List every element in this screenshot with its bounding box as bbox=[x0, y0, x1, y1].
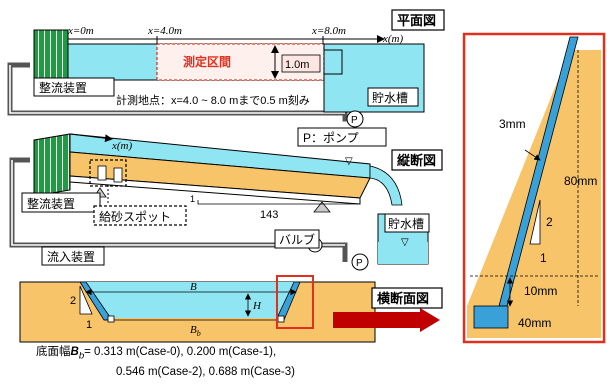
profile-tank-label: 貯水槽 bbox=[388, 217, 424, 231]
detail-base-height: 10mm bbox=[524, 284, 557, 298]
plan-x8-label: x=8.0m bbox=[311, 25, 346, 37]
caption-prefix: 底面幅 bbox=[36, 346, 71, 358]
plan-x-axis-label: x(m) bbox=[382, 33, 403, 45]
tank-water-symbol: ▽ bbox=[401, 237, 409, 248]
profile-title: 縦断図 bbox=[397, 153, 436, 168]
cross-slope-v: 2 bbox=[70, 295, 76, 307]
plan-tank-label: 貯水槽 bbox=[372, 91, 408, 105]
cross-slope-h: 1 bbox=[86, 319, 92, 331]
profile-slope-run: 143 bbox=[260, 209, 278, 221]
plan-pump-icon bbox=[346, 110, 364, 128]
plan-pump-marker: P bbox=[351, 115, 358, 126]
plan-width-label: 1.0m bbox=[285, 59, 309, 71]
cross-section bbox=[19, 275, 440, 343]
profile-screen bbox=[33, 133, 71, 197]
profile-water-symbol: ▽ bbox=[345, 156, 353, 167]
plan-view bbox=[7, 29, 425, 128]
profile-pump-icon bbox=[351, 253, 369, 271]
sand-supply-label: 給砂スポット bbox=[99, 210, 171, 224]
caption-values-line2: 0.546 m(Case-2), 0.688 m(Case-3) bbox=[116, 366, 295, 379]
caption-symbol: B bbox=[70, 346, 79, 358]
detail-view bbox=[462, 32, 606, 344]
plan-x0-label: x=0m bbox=[67, 25, 94, 37]
detail-base-width: 40mm bbox=[518, 316, 551, 330]
cross-B-label: B bbox=[190, 281, 197, 293]
cross-H-label: H bbox=[252, 300, 262, 312]
profile-slope-rise: 1 bbox=[190, 194, 195, 204]
flow-screen bbox=[33, 29, 69, 85]
detail-base bbox=[473, 305, 509, 329]
caption-symbol-sub: b bbox=[78, 350, 85, 362]
profile-x-axis-label: x(m) bbox=[111, 140, 132, 152]
pump-legend: P：ポンプ bbox=[303, 131, 359, 145]
bottom-width-caption: 底面幅Bb= 0.313 m(Case-0), 0.200 m(Case-1),… bbox=[36, 344, 376, 381]
inflow-device-label: 流入装置 bbox=[47, 250, 95, 264]
detail-height: 80mm bbox=[564, 174, 597, 188]
plan-title: 平面図 bbox=[397, 13, 436, 28]
plan-x4-label: x=4.0m bbox=[147, 25, 182, 37]
profile-flow-device-label: 整流装置 bbox=[27, 196, 75, 211]
detail-arrow bbox=[333, 308, 440, 332]
caption-values-line1: = 0.313 m(Case-0), 0.200 m(Case-1), bbox=[84, 346, 277, 358]
cross-highlight bbox=[276, 275, 314, 329]
measure-points-text: 計測地点：x=4.0 ~ 8.0 mまで0.5 m刻み bbox=[116, 93, 310, 107]
profile-pump-marker: P bbox=[356, 258, 363, 269]
valve-label: バルブ bbox=[279, 232, 315, 247]
detail-slope-h: 1 bbox=[540, 251, 547, 265]
detail-slope-v: 2 bbox=[546, 215, 553, 229]
cross-title: 横断面図 bbox=[377, 291, 429, 306]
plan-flow-device-label: 整流装置 bbox=[39, 80, 87, 95]
cross-Bb-label: Bb bbox=[190, 324, 201, 338]
detail-thickness: 3mm bbox=[499, 117, 526, 131]
measure-zone-label: 測定区間 bbox=[183, 54, 231, 69]
profile-view bbox=[9, 133, 429, 271]
